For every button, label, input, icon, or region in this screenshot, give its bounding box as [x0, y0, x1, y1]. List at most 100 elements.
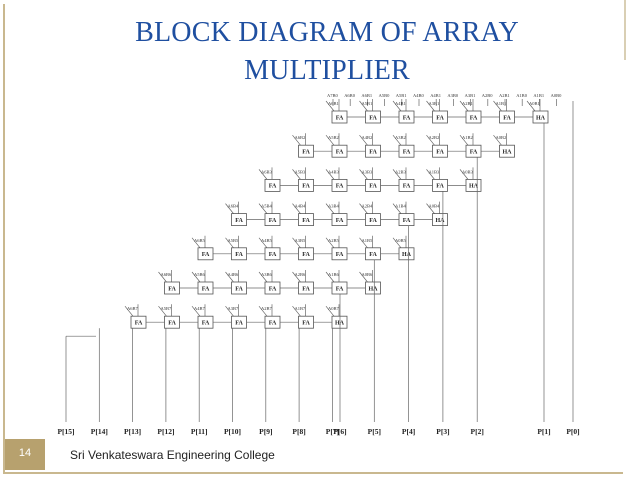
partial-product-label: A5B3	[295, 169, 307, 174]
output-label: P[6]	[333, 427, 346, 436]
adder-cell-label: FA	[436, 115, 444, 121]
carry-wire	[124, 305, 134, 317]
footer-text: Sri Venkateswara Engineering College	[70, 448, 275, 462]
output-label: P[2]	[471, 427, 484, 436]
output-label: P[4]	[402, 427, 415, 436]
carry-wire	[191, 271, 201, 283]
input-label: A1B1	[533, 93, 544, 98]
carry-wire	[325, 100, 335, 112]
partial-product-label: A5B6	[194, 272, 206, 277]
adder-cell-label: FA	[336, 184, 344, 190]
carry-wire	[459, 169, 469, 180]
input-label: A0B0	[551, 93, 563, 98]
carry-wire	[459, 100, 469, 112]
partial-product-label: A0B3	[462, 169, 474, 174]
carry-wire	[392, 237, 402, 249]
adder-cell-label: FA	[436, 184, 444, 190]
adder-cell-label: FA	[202, 286, 210, 292]
slide-frame-right	[624, 0, 626, 60]
input-label: A5B1	[396, 93, 407, 98]
adder-cell-label: HA	[369, 286, 379, 292]
carry-wire	[191, 305, 201, 317]
partial-product-label: A3B2	[395, 135, 406, 140]
adder-cell-label: FA	[302, 286, 310, 292]
partial-product-label: A2B7	[261, 306, 273, 311]
output-label: P[10]	[224, 427, 241, 436]
input-label: A7B0	[327, 93, 339, 98]
input-label: A1B0	[516, 93, 528, 98]
carry-wire	[426, 134, 435, 146]
partial-product-label: A5B4	[261, 204, 273, 209]
partial-product-label: A6B2	[295, 135, 306, 140]
adder-cell-label: FA	[369, 115, 377, 121]
carry-wire	[359, 203, 368, 214]
partial-product-label: A1B6	[328, 272, 340, 277]
output-label: P[0]	[566, 427, 579, 436]
output-label: P[7]	[326, 427, 339, 436]
partial-product-label: A6B4	[228, 204, 240, 209]
partial-product-label: A4B5	[261, 238, 273, 243]
adder-cell-label: FA	[403, 150, 411, 156]
adder-cell-label: FA	[403, 218, 411, 224]
carry-wire	[258, 203, 268, 214]
carry-wire	[493, 134, 502, 146]
adder-cell-label: HA	[469, 184, 479, 190]
slide-title: BLOCK DIAGRAM OF ARRAY MULTIPLIER	[92, 14, 562, 90]
adder-cell-label: FA	[403, 184, 411, 190]
adder-cell-label: FA	[403, 115, 411, 121]
adder-cell-label: FA	[336, 115, 344, 121]
carry-wire	[258, 237, 268, 249]
partial-product-label: A2B6	[295, 272, 307, 277]
adder-cell-label: FA	[202, 321, 210, 327]
carry-wire	[325, 203, 335, 214]
output-label: P[3]	[436, 427, 449, 436]
carry-wire	[258, 305, 268, 317]
adder-cell-label: FA	[269, 321, 277, 327]
partial-product-label: A6B7	[127, 306, 139, 311]
partial-product-label: A0B1	[529, 101, 540, 106]
adder-cell-label: FA	[202, 252, 210, 258]
carry-wire	[258, 271, 268, 283]
partial-product-label: A0B6	[362, 272, 374, 277]
partial-product-label: A1B2	[462, 135, 473, 140]
input-label: A3B1	[465, 93, 476, 98]
carry-wire	[359, 100, 368, 112]
carry-wire	[325, 305, 335, 317]
output-label: P[15]	[57, 427, 74, 436]
carry-wire	[426, 169, 435, 180]
carry-wire	[292, 305, 301, 317]
adder-cell-label: HA	[436, 218, 446, 224]
adder-cell-label: FA	[269, 252, 277, 258]
partial-product-label: A0B5	[395, 238, 407, 243]
partial-product-label: A1B1	[496, 101, 507, 106]
input-label: A2B1	[499, 93, 510, 98]
partial-product-label: A1B5	[362, 238, 374, 243]
slide-frame-bottom	[3, 472, 623, 474]
adder-cell-label: FA	[269, 184, 277, 190]
adder-cell-label: FA	[302, 321, 310, 327]
carry-wire	[426, 100, 435, 112]
adder-cell-label: FA	[470, 115, 478, 121]
partial-product-label: A6B6	[161, 272, 173, 277]
carry-wire	[325, 134, 335, 146]
adder-cell-label: FA	[168, 321, 176, 327]
slide-frame-left	[3, 4, 5, 474]
partial-product-label: A4B7	[194, 306, 206, 311]
carry-wire	[359, 237, 368, 249]
carry-wire	[392, 134, 402, 146]
page-number: 14	[18, 447, 32, 459]
output-label: P[13]	[124, 427, 141, 436]
partial-product-label: A4B2	[362, 135, 373, 140]
adder-cell-label: FA	[369, 150, 377, 156]
adder-cell-label: HA	[503, 150, 513, 156]
partial-product-label: A4B4	[295, 204, 307, 209]
partial-product-label: A4B1	[395, 101, 406, 106]
partial-product-label: A0B4	[429, 204, 441, 209]
carry-wire	[426, 203, 435, 214]
carry-wire	[292, 169, 301, 180]
partial-product-label: A1B3	[429, 169, 441, 174]
partial-product-label: A5B2	[328, 135, 339, 140]
adder-cell-label: FA	[235, 252, 243, 258]
input-label: A4B0	[413, 93, 425, 98]
